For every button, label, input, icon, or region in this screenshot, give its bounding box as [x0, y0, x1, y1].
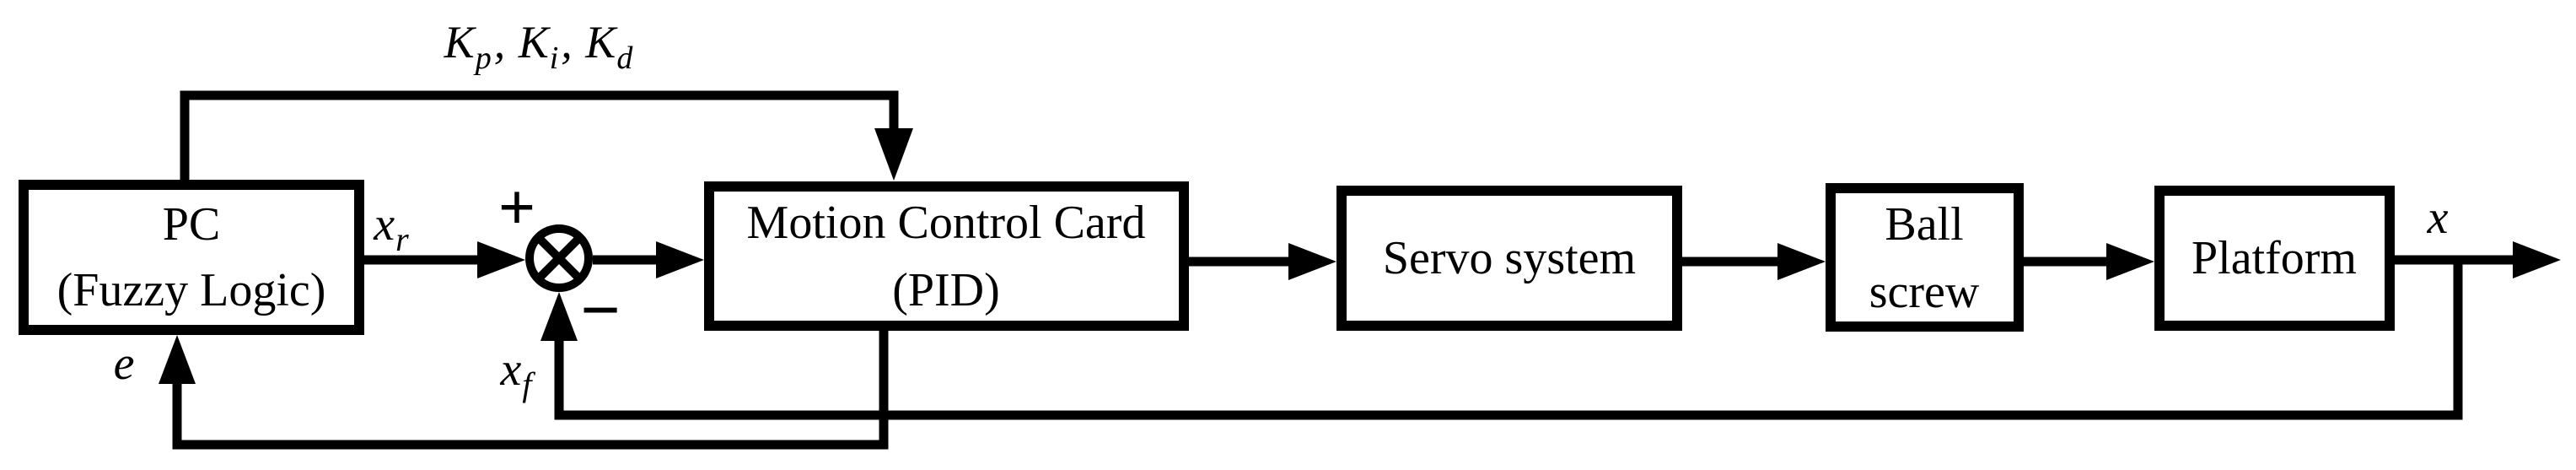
minus-sign-label: − [580, 271, 621, 350]
xf-feedback-line [554, 260, 2463, 420]
output-signal-label: x [2427, 192, 2449, 244]
gain-ki-sub: i [549, 41, 560, 76]
motion-control-card-label-line1: Motion Control Card [746, 197, 1146, 249]
ball-screw-label-line2: screw [1869, 266, 1980, 318]
xr-signal-label: xr [374, 197, 408, 258]
xr-main: x [374, 198, 395, 251]
gains-feedforward-line [180, 90, 899, 181]
e-feedback-line [172, 329, 889, 450]
ball-screw-label-line1: Ball [1885, 198, 1964, 251]
gain-ki-main: K [518, 17, 550, 68]
gains-label: Kp, Ki, Kd [444, 16, 636, 76]
pc-box-label-line2: (Fuzzy Logic) [56, 264, 326, 316]
platform-label: Platform [2191, 232, 2357, 284]
output-arrowhead-icon [2513, 241, 2561, 278]
xf-main: x [500, 343, 522, 396]
ball-screw-box-outline [1826, 183, 2024, 332]
xr-arrowhead-icon [477, 241, 525, 278]
pc-box-outline [19, 180, 364, 335]
servo-system-label: Servo system [1382, 232, 1637, 284]
gain-kd-sub: d [616, 41, 634, 76]
error-signal-label: e [113, 338, 135, 390]
gain-kp-sub: p [475, 41, 492, 76]
gains-arrowhead-icon [874, 128, 913, 181]
motion-control-card-label-line2: (PID) [892, 264, 1000, 316]
mcc-to-servo-arrowhead-icon [1288, 243, 1336, 280]
platform-box-outline [2154, 186, 2395, 331]
xf-arrowhead-icon [540, 292, 578, 341]
pc-box-label-line1: PC [162, 198, 221, 251]
servo-to-ball-arrowhead-icon [1777, 243, 1826, 280]
gain-kp-main: K [444, 17, 476, 68]
gains-separator-2: , [561, 17, 586, 68]
plus-sign-label: + [497, 170, 536, 244]
gains-separator-1: , [493, 17, 519, 68]
motion-control-card-box-outline [704, 181, 1189, 331]
summing-junction-cross-2 [535, 234, 583, 283]
sum-to-mcc-arrowhead-icon [656, 241, 704, 278]
servo-system-box-outline [1336, 186, 1682, 331]
xf-sub: f [522, 365, 532, 403]
e-arrowhead-icon [159, 335, 196, 384]
xr-sub: r [395, 220, 409, 258]
xf-signal-label: xf [500, 343, 532, 403]
gain-kd-main: K [585, 17, 617, 68]
ball-to-platform-arrowhead-icon [2106, 243, 2154, 280]
